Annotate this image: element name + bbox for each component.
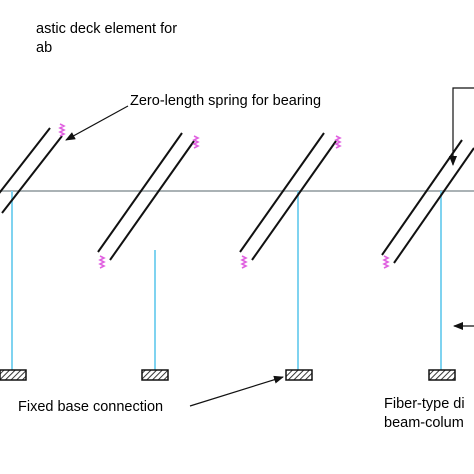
spring-6 [382, 255, 390, 269]
deck-element-2 [97, 132, 195, 261]
spring-arrow [65, 105, 129, 141]
deck-element-4 [381, 139, 474, 264]
fiber-element-label-line1: Fiber-type di [384, 396, 465, 412]
spring-1 [58, 123, 66, 137]
deck-element-label-line2: ab [36, 40, 53, 56]
fixed-base-label: Fixed base connection [18, 399, 164, 415]
fixed-base-support-4 [428, 369, 456, 381]
deck-element-3 [239, 132, 337, 261]
fixed-base-support-2 [141, 369, 169, 381]
deck-element-label-line1: astic deck element for [36, 21, 178, 37]
fiber-element-label-line2: beam-colum [384, 415, 464, 431]
spring-label: Zero-length spring for bearing [130, 93, 322, 109]
fixed-base-support-1 [0, 369, 27, 381]
spring-4 [240, 255, 248, 269]
spring-2 [98, 255, 106, 269]
spring-5 [334, 135, 342, 149]
fixed-base-support-3 [285, 369, 313, 381]
base-arrow [189, 375, 284, 407]
deck-arrow [449, 87, 474, 166]
spring-3 [192, 135, 200, 149]
deck-element-1 [0, 127, 63, 214]
